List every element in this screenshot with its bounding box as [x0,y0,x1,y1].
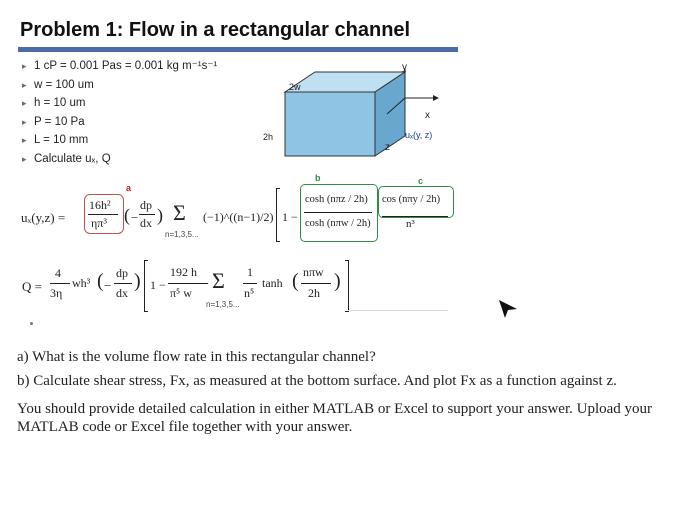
term-label-b: b [315,173,321,183]
term-label-c: c [418,176,424,186]
c192-numerator: 192 h [170,265,197,279]
n-cubed: n³ [406,218,415,230]
dp-numerator: dp [116,266,128,280]
dp-numerator: dp [140,198,152,212]
cos-term-box [378,186,454,218]
fraction-bar [243,283,257,284]
z-axis-line [386,97,406,115]
fraction-bar [168,283,208,284]
tanh-label: tanh [262,276,283,290]
list-item: ▸P = 10 Pa [22,113,217,132]
marker-dot [30,322,33,325]
close-paren: ) [157,205,163,225]
sum-symbol: Σ [212,268,225,293]
dp-denominator: dx [140,216,152,230]
minus-sign: − [131,210,139,225]
q-frac-numerator: 4 [55,266,61,280]
fraction-bar [50,283,70,284]
fraction-bar [88,214,118,215]
submission-note: You should provide detailed calculation … [17,401,653,435]
bullet-arrow-icon: ▸ [22,135,27,146]
question-a: a) What is the volume flow rate in this … [17,349,376,365]
x-arrow-icon [433,95,439,101]
channel-box-diagram: 2w 2h y x z uₓ(y, z) [263,62,439,157]
label-x: x [425,110,430,121]
open-paren: ( [124,205,130,225]
coef-numerator: 16h² [89,198,111,212]
fraction-bar [304,212,372,213]
pointer-arrow-icon [499,300,517,318]
bullet-arrow-icon: ▸ [22,79,27,90]
list-item: ▸L = 10 mm [22,131,217,150]
question-b: b) Calculate shear stress, Fx, as measur… [17,373,617,389]
fraction-bar [382,216,448,217]
label-2h: 2h [263,132,273,142]
list-item: ▸w = 100 um [22,76,217,95]
fraction-bar [114,283,132,284]
sum-symbol: Σ [173,200,186,225]
term-label-a: a [126,183,132,193]
q-frac-denominator: 3η [50,286,63,300]
one-minus: 1 − [282,210,298,224]
q-lhs: Q = [22,279,42,294]
label-z: z [385,142,390,153]
cos-term: cos (nπy / 2h) [382,194,441,205]
box-front-face [284,91,376,157]
cosh-ratio-box [300,184,378,242]
slide-title: Problem 1: Flow in a rectangular channel [20,19,411,41]
bullet-arrow-icon: ▸ [22,98,27,109]
question-block: a) What is the volume flow rate in this … [17,348,695,442]
ux-lhs: uₓ(y,z) = [21,210,66,225]
given-values-list: ▸1 cP = 0.001 Pas = 0.001 kg m⁻¹s⁻¹ ▸w =… [22,57,217,169]
sum-subscript: n=1,3,5... [206,300,240,309]
tanh-denominator: 2h [308,286,320,300]
open-paren: ( [97,270,104,292]
one-minus: 1 − [150,278,166,292]
list-item: ▸1 cP = 0.001 Pas = 0.001 kg m⁻¹s⁻¹ [22,57,217,76]
coef-box [84,194,124,234]
fraction-bar [139,214,155,215]
close-paren: ) [134,270,141,292]
list-item: ▸h = 10 um [22,94,217,113]
tanh-numerator: nπw [303,265,324,279]
list-item: ▸Calculate uₓ, Q [22,150,217,169]
cosh-denominator: cosh (nπw / 2h) [305,218,371,229]
title-underline [18,47,458,52]
open-paren: ( [292,270,299,292]
label-2w: 2w [289,82,301,92]
minus-sign: − [104,278,112,293]
close-bracket [345,260,349,312]
inv-numerator: 1 [247,265,253,279]
open-bracket [144,260,148,312]
underline [348,310,448,311]
inv-denominator: n⁵ [244,286,255,300]
alternating-sign: (−1)^((n−1)/2) [203,210,274,224]
bullet-arrow-icon: ▸ [22,153,27,164]
sum-subscript: n=1,3,5... [165,230,199,239]
close-paren: ) [334,270,341,292]
cosh-numerator: cosh (nπz / 2h) [305,194,368,205]
bullet-arrow-icon: ▸ [22,116,27,127]
coef-denominator: ηπ³ [91,216,107,230]
dp-denominator: dx [116,286,128,300]
wh-cubed: wh³ [72,276,91,290]
bullet-arrow-icon: ▸ [22,61,27,71]
c192-denominator: π⁵ w [170,286,192,300]
label-y: y [402,62,407,73]
open-bracket [276,188,280,242]
fraction-bar [301,283,331,284]
label-ux: uₓ(y, z) [405,130,432,140]
